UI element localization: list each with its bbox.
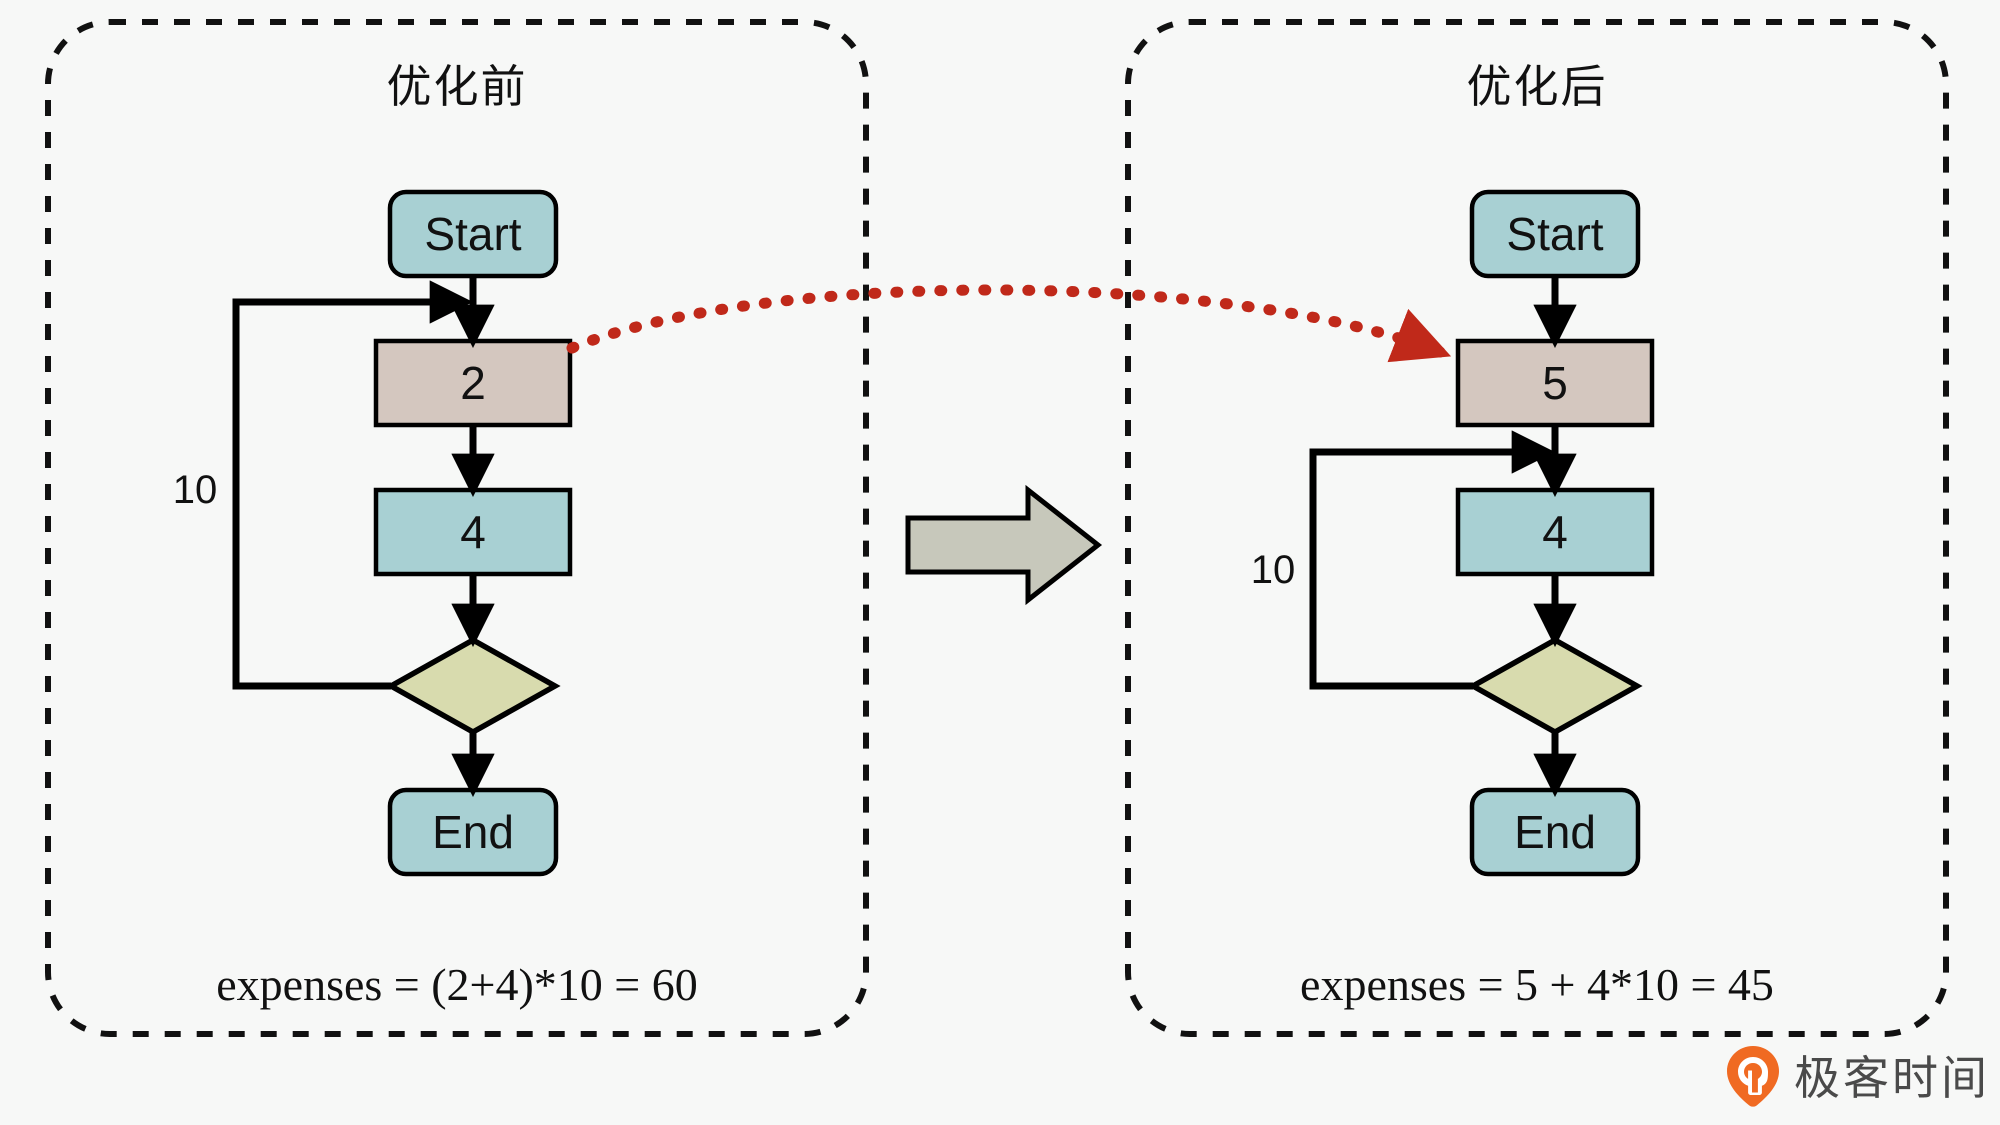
node-after-step-4 <box>1455 487 1655 577</box>
panel-after-title: 优化后 <box>1466 61 1608 112</box>
node-after-decision <box>1467 636 1643 736</box>
node-before-start <box>387 189 559 279</box>
node-before-step-2 <box>373 338 573 428</box>
edge-before-loop-label: 10 <box>172 467 218 512</box>
node-before-step-4 <box>373 487 573 577</box>
geektime-wordmark: 极客时间 <box>1794 1052 1990 1104</box>
panel-before-border <box>45 19 869 1037</box>
node-after-step-5 <box>1455 338 1655 428</box>
geektime-pin-icon <box>1726 1045 1780 1107</box>
optimization-highlight-arrow <box>566 284 1452 363</box>
edge-after-loop-label: 10 <box>1250 547 1296 592</box>
node-after-start <box>1469 189 1641 279</box>
panel-after-border <box>1125 19 1949 1037</box>
panel-after-expenses: expenses = 5 + 4*10 = 45 <box>1300 959 1774 1010</box>
edge-before-loop-back <box>232 280 474 690</box>
node-before-end <box>387 787 559 877</box>
node-before-decision <box>385 636 561 736</box>
node-after-end <box>1469 787 1641 877</box>
panel-before-title: 优化前 <box>386 61 528 112</box>
geektime-logo: 极客时间 <box>1726 1042 1990 1108</box>
transformation-arrow <box>905 484 1103 606</box>
edge-after-loop-back <box>1309 430 1556 690</box>
panel-before-expenses: expenses = (2+4)*10 = 60 <box>216 959 698 1010</box>
